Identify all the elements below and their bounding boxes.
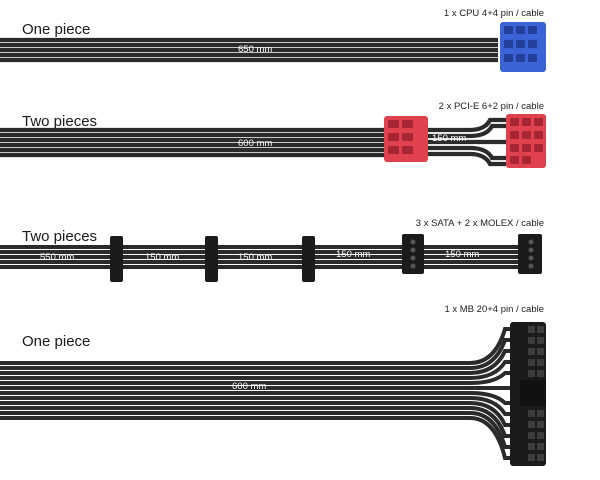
cpu-connector [500, 22, 546, 72]
pcie-cable-wires [0, 117, 508, 167]
cable-3-segment-4-length: 150 mm [336, 249, 371, 260]
cable-4-title: One piece [22, 333, 91, 350]
cable-1-title: One piece [22, 21, 91, 38]
pcie-connector-2 [506, 114, 546, 168]
mb-connector [510, 322, 546, 466]
sata-connector-3 [302, 236, 315, 282]
cable-1-spec: 1 x CPU 4+4 pin / cable [443, 8, 544, 19]
mb-cable-wires [0, 327, 512, 460]
molex-connector-2 [518, 234, 542, 274]
cable-2-title: Two pieces [22, 113, 98, 130]
cable-2-spec: 2 x PCI-E 6+2 pin / cable [438, 101, 544, 112]
mb-cable [0, 322, 546, 466]
sata-connector-2 [205, 236, 218, 282]
cable-1-segment-1-length: 650 mm [238, 44, 273, 55]
cable-3-title: Two pieces [22, 228, 98, 245]
cable-4-segment-1-length: 600 mm [232, 381, 267, 392]
cable-3-segment-5-length: 150 mm [445, 249, 480, 260]
cable-3-spec: 3 x SATA + 2 x MOLEX / cable [415, 218, 544, 229]
pcie-cable [0, 114, 546, 168]
sata-connector-1 [110, 236, 123, 282]
molex-connector-1 [402, 234, 424, 274]
cable-3-segment-2-length: 150 mm [145, 252, 180, 263]
cable-2-segment-2-length: 150 mm [432, 133, 467, 144]
cable-2-segment-1-length: 600 mm [238, 138, 273, 149]
cable-3-segment-3-length: 150 mm [238, 252, 273, 263]
cpu-cable-wires [0, 37, 498, 63]
pcie-connector-1 [384, 116, 428, 162]
cable-3-segment-1-length: 550 mm [40, 252, 75, 263]
cable-4-spec: 1 x MB 20+4 pin / cable [444, 304, 544, 315]
sata-molex-cable-wires [0, 245, 520, 269]
sata-molex-cable [0, 234, 542, 282]
cpu-cable [0, 22, 546, 72]
